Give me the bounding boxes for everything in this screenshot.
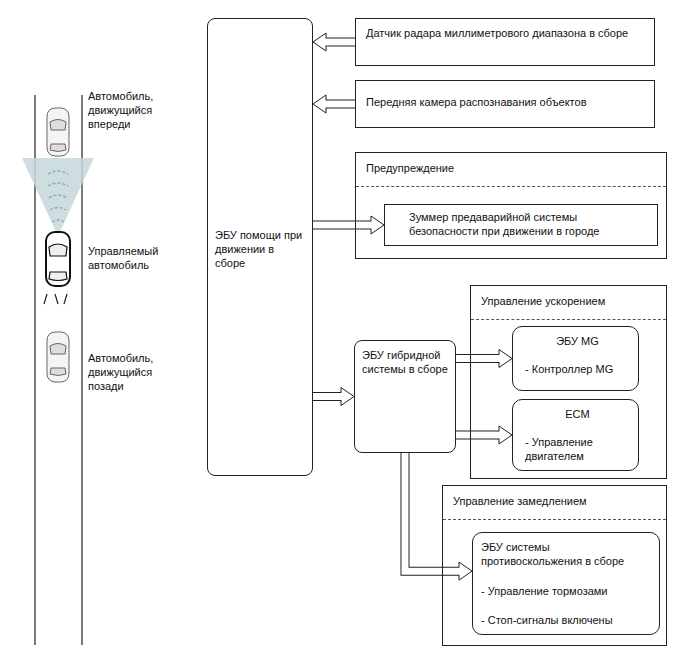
hollow-arrow (456, 350, 512, 368)
radar-waves (48, 171, 68, 222)
ecu-box: ЭБУ MG - Контроллер MG (512, 326, 639, 391)
box-title: ЭБУ гибридной системы в сборе (362, 349, 449, 377)
hollow-arrow (313, 216, 384, 234)
box-title: Зуммер предаварийной системы безопасност… (409, 211, 649, 239)
hollow-arrow (405, 453, 472, 580)
group-title: Управление замедлением (443, 486, 666, 520)
arrow-shaft-fill (324, 39, 355, 46)
arrow-shaft-outline (405, 453, 459, 571)
ecu-box: ЭБУ помощи при движении в сборе (207, 18, 313, 476)
group-box: Зуммер предаварийной системы безопасност… (355, 152, 667, 259)
box-item: - Стоп-сигналы включены (481, 614, 651, 628)
group-box: ЭБУ MG - Контроллер MG ECM - Управление дви… (470, 285, 667, 479)
ecu-box: ЭБУ системы противоскольжения в сборе - У… (472, 532, 660, 635)
rear-car (47, 332, 69, 382)
hollow-arrow (313, 388, 354, 406)
box-title: ЭБУ системы противоскольжения в сборе (481, 541, 651, 569)
lead-car (47, 108, 69, 156)
group-title: Управление ускорением (471, 286, 666, 320)
group-box: ЭБУ системы противоскольжения в сборе - У… (442, 485, 667, 646)
box-title: ЭБУ помощи при движении в сборе (215, 229, 306, 270)
box-item: - Контроллер MG (525, 363, 630, 377)
arrow-shaft-fill (456, 355, 501, 362)
vehicle-label: Автомобиль, движущийся позади (88, 352, 180, 393)
hollow-arrow (456, 426, 512, 444)
box-title: Датчик радара миллиметрового диапазона в… (366, 27, 646, 41)
box-title: ECM (525, 408, 630, 422)
ecu-box: ЭБУ гибридной системы в сборе (354, 340, 456, 453)
hollow-arrow (313, 95, 355, 113)
controlled-car (46, 232, 70, 286)
box-item: - Управление двигателем (525, 436, 630, 464)
ecu-box: ECM - Управление двигателем (512, 399, 639, 471)
motion-marks (44, 294, 67, 304)
arrow-shaft-fill (324, 101, 355, 108)
box-title: Передняя камера распознавания объектов (366, 96, 646, 110)
hollow-arrow (313, 33, 355, 51)
input-box: Передняя камера распознавания объектов (355, 80, 655, 128)
input-box: Датчик радара миллиметрового диапазона в… (355, 18, 655, 66)
group-title: Предупреждение (356, 153, 666, 187)
arrow-shaft-fill (456, 432, 501, 439)
vehicle-label: Автомобиль, движущийся впереди (88, 90, 180, 131)
arrow-shaft-fill (405, 453, 461, 571)
box-item: - Управление тормозами (481, 585, 651, 599)
box-title: ЭБУ MG (525, 335, 630, 349)
output-box: Зуммер предаварийной системы безопасност… (384, 204, 658, 246)
radar-cone (22, 158, 94, 236)
arrow-shaft-fill (313, 393, 343, 400)
vehicle-label: Управляемый автомобиль (88, 245, 180, 273)
arrow-shaft-fill (313, 222, 373, 229)
